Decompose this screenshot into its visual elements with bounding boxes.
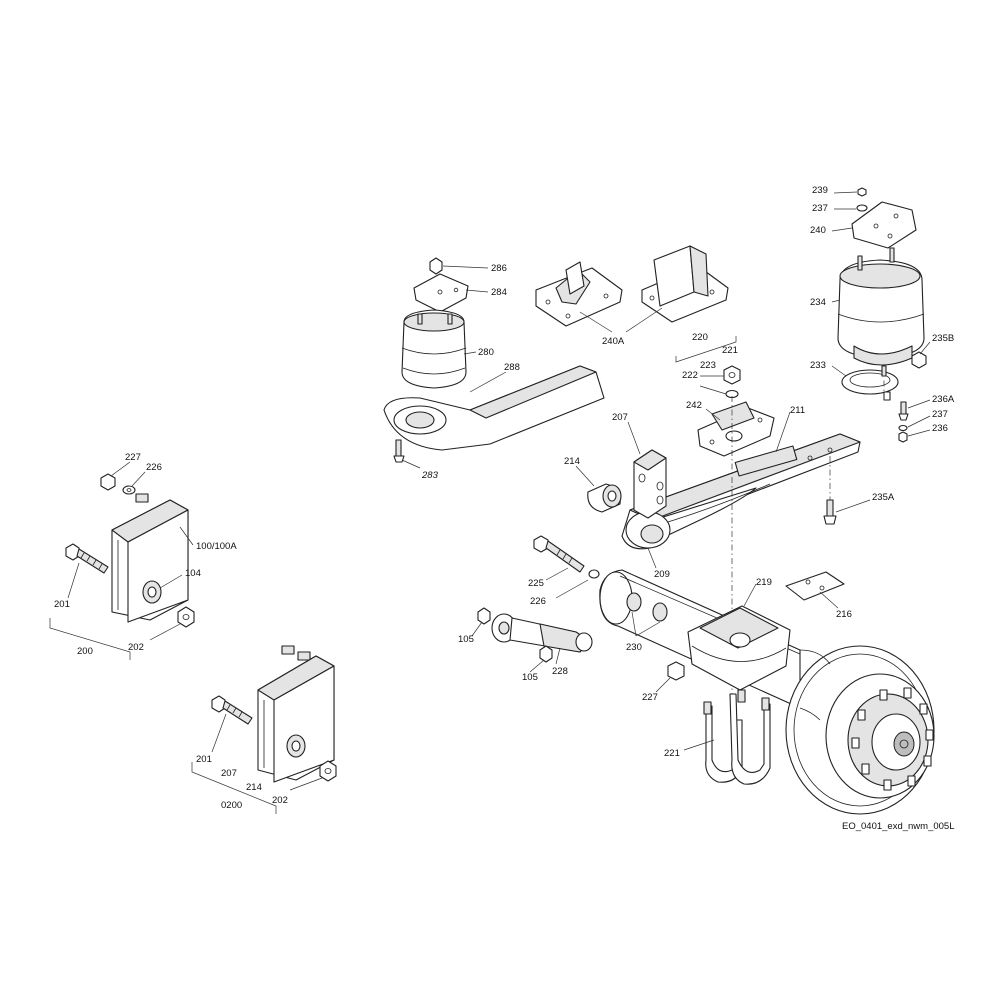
stud <box>135 493 149 503</box>
bolt-235A <box>823 499 837 525</box>
callout-202: 202 <box>272 795 288 806</box>
callout-228: 228 <box>552 666 568 677</box>
callout-242: 242 <box>686 400 702 411</box>
callout-227: 227 <box>125 452 141 463</box>
callout-214: 214 <box>246 782 262 793</box>
bolt-236A <box>898 401 909 421</box>
shock-absorber-228 <box>491 613 593 653</box>
callout-221: 221 <box>664 748 680 759</box>
callout-226: 226 <box>146 462 162 473</box>
callout-236: 236 <box>932 423 948 434</box>
nut-202 <box>319 760 337 782</box>
callout-227: 227 <box>642 692 658 703</box>
u-bolt-seat-242 <box>697 401 775 457</box>
callout-214: 214 <box>564 456 580 467</box>
callout-283: 283 <box>421 470 439 481</box>
mount-brackets-240A <box>535 245 729 327</box>
top-plate-240 <box>851 201 917 249</box>
washer-226 <box>122 485 136 495</box>
callout-202: 202 <box>128 642 144 653</box>
drawing-id: EO_0401_exd_nwm_005L <box>842 821 955 832</box>
nut-227 <box>667 661 685 681</box>
nut-105 <box>477 607 491 625</box>
callout-288: 288 <box>504 362 520 373</box>
nut-227 <box>100 473 116 491</box>
callout-223: 223 <box>700 360 716 371</box>
nut-239 <box>857 187 867 197</box>
hanger-bracket-assembly-0200 <box>211 645 337 783</box>
air-spring-234-group <box>837 187 927 443</box>
callout-105: 105 <box>458 634 474 645</box>
nut-235B <box>911 351 927 369</box>
callout-240A: 240A <box>602 336 625 347</box>
callout-239: 239 <box>812 185 828 196</box>
nut-286 <box>429 257 443 275</box>
callout-235B: 235B <box>932 333 954 344</box>
washer-226 <box>588 569 600 579</box>
u-bolt-221 <box>703 689 771 785</box>
callout-104: 104 <box>185 568 201 579</box>
callout-219: 219 <box>756 577 772 588</box>
callout-216: 216 <box>836 609 852 620</box>
callout-225: 225 <box>528 578 544 589</box>
callout-207: 207 <box>221 768 237 779</box>
washer-237 <box>856 204 868 212</box>
callout-280: 280 <box>478 347 494 358</box>
callout-235A: 235A <box>872 492 895 503</box>
callout-221: 221 <box>722 345 738 356</box>
bolt-201 <box>65 543 109 574</box>
callout-222: 222 <box>682 370 698 381</box>
air-spring-280-group <box>383 257 605 463</box>
bolt-201 <box>211 695 253 725</box>
callout-200: 200 <box>77 646 93 657</box>
washer-237 <box>898 424 908 432</box>
callout-233: 233 <box>810 360 826 371</box>
callout-105: 105 <box>522 672 538 683</box>
bracket-207 <box>633 449 667 519</box>
callout-209: 209 <box>654 569 670 580</box>
bolt-225 <box>533 535 585 573</box>
callout-211: 211 <box>790 405 805 416</box>
callout-234: 234 <box>810 297 826 308</box>
callout-201: 201 <box>196 754 212 765</box>
nut-223 <box>723 365 741 385</box>
callout-237: 237 <box>812 203 828 214</box>
shim-plate-216 <box>785 571 845 601</box>
nut-236 <box>898 431 908 443</box>
callout-100-100A: 100/100A <box>196 541 237 552</box>
bushing-214 <box>587 483 622 513</box>
brake-drum-hub <box>785 645 935 815</box>
wheel-studs <box>851 687 934 791</box>
callout-201: 201 <box>54 599 70 610</box>
callout-284: 284 <box>491 287 507 298</box>
nut-105 <box>539 645 553 663</box>
nut-202 <box>177 606 195 628</box>
callout-237: 237 <box>932 409 948 420</box>
callout-230: 230 <box>626 642 642 653</box>
callout-286: 286 <box>491 263 507 274</box>
callout-226: 226 <box>530 596 546 607</box>
bolt-283 <box>393 439 405 463</box>
axle-seat-219 <box>687 605 791 691</box>
callout-0200: 0200 <box>221 800 242 811</box>
callout-220: 220 <box>692 332 708 343</box>
callout-207: 207 <box>612 412 628 423</box>
callout-236A: 236A <box>932 394 955 405</box>
top-plate-284 <box>413 273 469 313</box>
callout-240: 240 <box>810 225 826 236</box>
trailing-arm-211 <box>621 433 861 550</box>
hanger-bracket-assembly-200 <box>65 473 195 628</box>
